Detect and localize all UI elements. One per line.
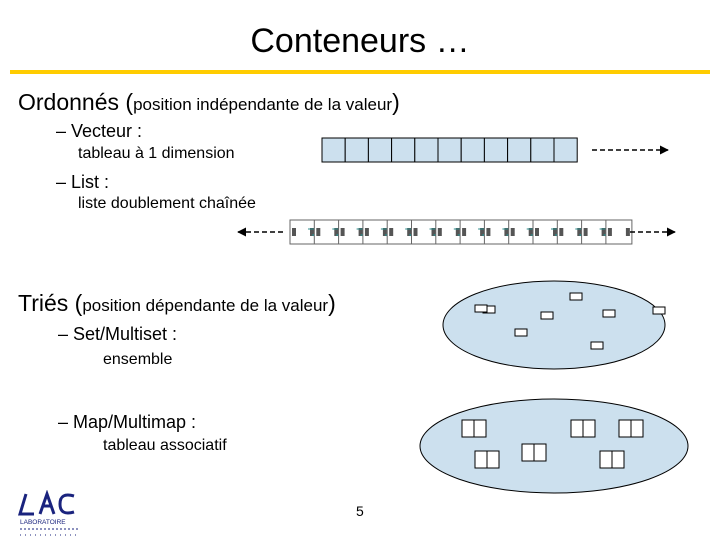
lac-logo: LABORATOIRE xyxy=(17,490,78,536)
set-ellipse xyxy=(442,280,666,370)
list-node-next xyxy=(431,228,436,236)
vector-array xyxy=(321,137,578,163)
list-label: – List : xyxy=(56,172,110,192)
set-element xyxy=(652,306,666,315)
map-value xyxy=(582,419,596,438)
list-node-next xyxy=(625,228,630,236)
map-pair xyxy=(461,419,487,438)
ordered-heading-detail: position indépendante de la valeur xyxy=(133,95,393,114)
map-pair xyxy=(474,450,500,469)
list-node-prev xyxy=(535,228,539,236)
map-pair xyxy=(570,419,596,438)
map-key xyxy=(618,419,632,438)
vector-cell xyxy=(344,137,369,163)
map-value xyxy=(533,443,547,462)
set-element xyxy=(540,311,554,320)
list-node-prev xyxy=(486,228,491,236)
map-key xyxy=(599,450,613,469)
vector-cell xyxy=(460,137,485,163)
set-description: ensemble xyxy=(103,351,173,368)
set-elements xyxy=(474,292,666,350)
vector-cell xyxy=(483,137,509,163)
list-node-prev xyxy=(583,228,588,236)
set-element xyxy=(602,309,616,318)
set-element xyxy=(474,304,488,313)
list-node-next xyxy=(480,228,485,236)
page-number: 5 xyxy=(356,503,364,519)
map-value xyxy=(486,450,500,469)
map-key xyxy=(474,450,488,469)
sorted-heading-label: Triés xyxy=(18,290,69,316)
list-node-next xyxy=(553,228,557,236)
list-chain xyxy=(289,219,633,245)
map-value xyxy=(630,419,644,438)
vector-cell xyxy=(414,137,439,163)
logo-text: LABORATOIRE xyxy=(20,519,66,526)
list-node-next xyxy=(504,228,509,236)
list-node-prev xyxy=(462,228,467,236)
list-node-prev xyxy=(340,228,345,236)
list-node-next xyxy=(382,228,387,236)
list-node-prev xyxy=(364,228,369,236)
ordered-open-paren: ( xyxy=(125,89,134,115)
list-node-next xyxy=(455,228,460,236)
list-node-next xyxy=(310,228,314,236)
vector-cell xyxy=(437,137,462,163)
ordered-close-paren: ) xyxy=(392,89,400,115)
map-pair xyxy=(618,419,644,438)
map-key xyxy=(570,419,584,438)
map-value xyxy=(473,419,487,438)
list-node-prev xyxy=(437,228,442,236)
vector-cell xyxy=(367,137,393,163)
vector-label: – Vecteur : xyxy=(56,121,143,141)
vector-cell xyxy=(321,137,346,163)
sorted-open-paren: ( xyxy=(74,290,83,316)
map-key xyxy=(521,443,535,462)
list-node-prev xyxy=(292,228,296,236)
logo-mark-icon xyxy=(17,490,75,516)
sorted-heading-detail: position dépendante de la valeur xyxy=(82,296,329,315)
list-node-prev xyxy=(413,228,418,236)
set-element xyxy=(569,292,583,301)
title-underline xyxy=(10,70,710,74)
list-node-prev xyxy=(316,228,321,236)
map-label: – Map/Multimap : xyxy=(58,412,197,432)
list-node-next xyxy=(601,228,606,236)
list-node-prev xyxy=(389,228,394,236)
list-node-prev xyxy=(607,228,612,236)
map-pair xyxy=(521,443,547,462)
list-node-next xyxy=(577,228,582,236)
list-description: liste doublement chaînée xyxy=(78,195,256,212)
ordered-heading-label: Ordonnés xyxy=(18,89,120,115)
ordered-heading: Ordonnés (position indépendante de la va… xyxy=(18,89,400,116)
set-element xyxy=(590,341,604,350)
vector-cell xyxy=(507,137,532,163)
map-description: tableau associatif xyxy=(103,437,227,454)
vector-description: tableau à 1 dimension xyxy=(78,145,235,162)
map-key xyxy=(461,419,475,438)
map-value xyxy=(611,450,625,469)
list-node-prev xyxy=(559,228,564,236)
map-ellipse xyxy=(419,398,689,494)
map-pairs xyxy=(461,419,644,469)
list-node-next xyxy=(334,228,339,236)
sorted-heading: Triés (position dépendante de la valeur) xyxy=(18,290,336,317)
vector-cell xyxy=(391,137,416,163)
set-element xyxy=(514,328,528,337)
set-label: – Set/Multiset : xyxy=(58,324,178,344)
vector-cell xyxy=(553,137,578,163)
list-node-next xyxy=(358,228,363,236)
list-node-next xyxy=(528,228,533,236)
vector-cell xyxy=(530,137,555,163)
slide-title: Conteneurs … xyxy=(250,22,470,60)
map-pair xyxy=(599,450,625,469)
list-node-next xyxy=(407,228,412,236)
list-node-prev xyxy=(510,228,515,236)
sorted-close-paren: ) xyxy=(328,290,336,316)
